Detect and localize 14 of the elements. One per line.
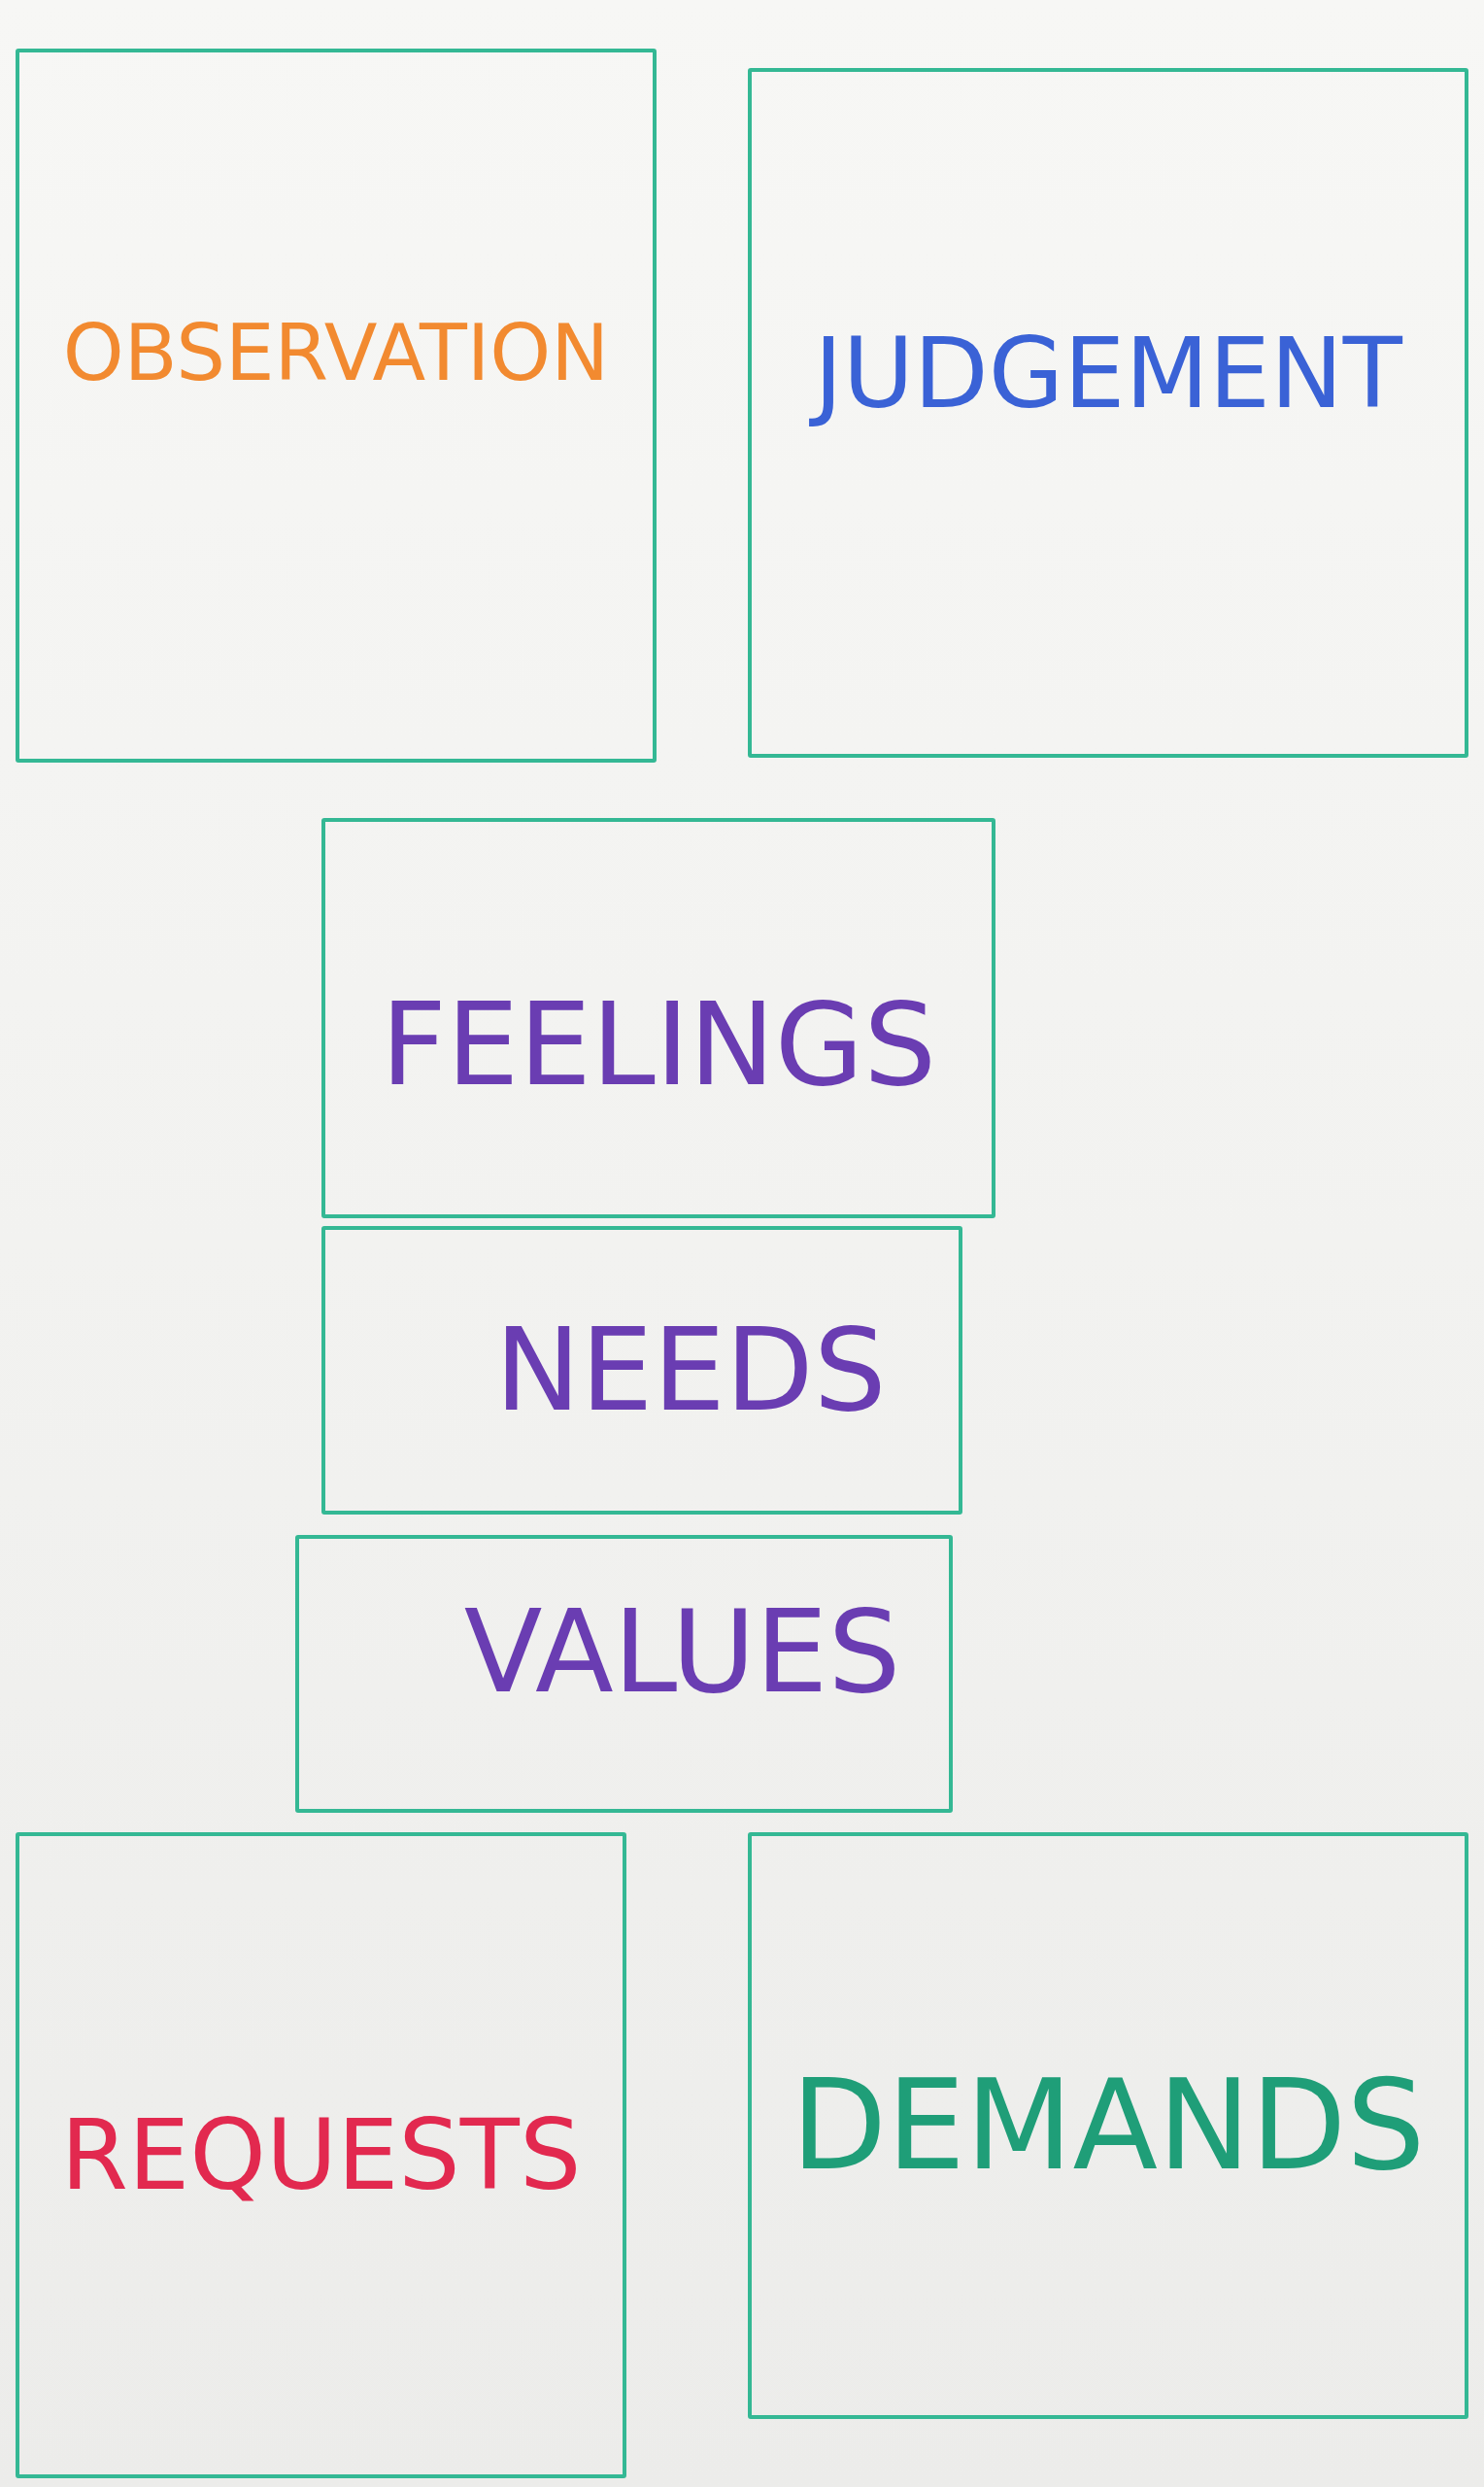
drawn-frame (321, 818, 995, 1218)
drawn-frame (748, 68, 1468, 758)
drawn-frame (295, 1535, 953, 1813)
drawn-frame (321, 1226, 962, 1515)
drawn-frame (16, 49, 657, 763)
handwritten-word: FEELINGS (379, 976, 938, 1114)
handwritten-word: VALUES (462, 1584, 902, 1721)
handwritten-word: NEEDS (493, 1301, 888, 1439)
drawn-frame (748, 1832, 1468, 2419)
drawn-frame (16, 1832, 626, 2478)
handwritten-word: OBSERVATION (61, 306, 611, 400)
handwritten-word: DEMANDS (790, 2051, 1427, 2199)
handwritten-word: JUDGEMENT (808, 311, 1408, 437)
handwritten-word: REQUESTS (59, 2096, 583, 2214)
